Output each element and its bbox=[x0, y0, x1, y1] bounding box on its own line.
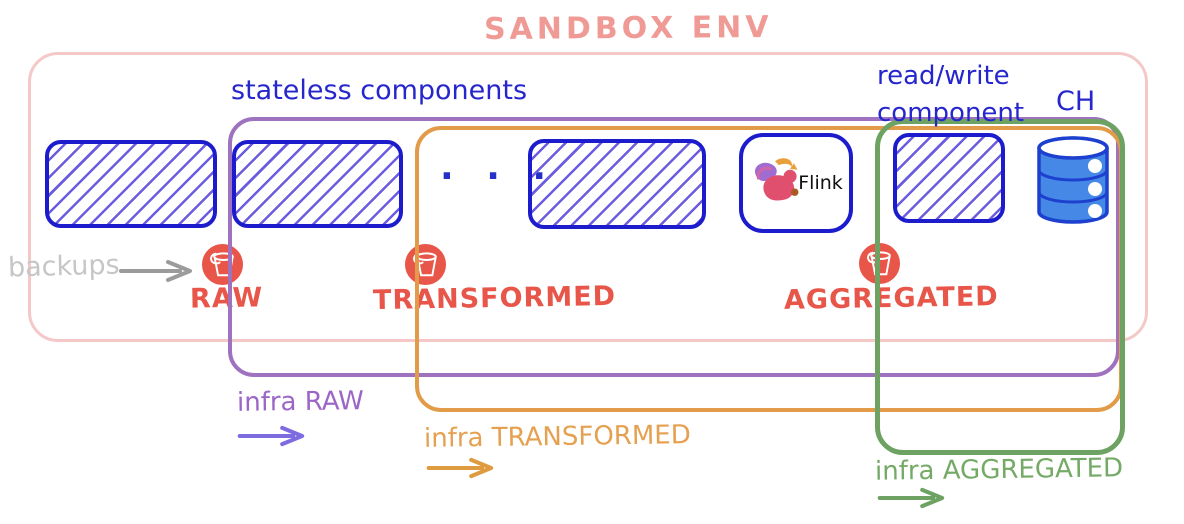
clickhouse-label: CH bbox=[1056, 86, 1096, 117]
read-write-component-label: read/write component bbox=[877, 58, 1024, 132]
backups-arrow-icon bbox=[118, 258, 202, 284]
read-write-line1: read/write bbox=[877, 61, 1010, 91]
stateless-component-box-3 bbox=[528, 139, 706, 229]
stateless-component-box-1 bbox=[45, 140, 217, 228]
stateless-components-label: stateless components bbox=[231, 75, 528, 106]
read-write-line2: component bbox=[877, 98, 1025, 128]
flink-squirrel-icon bbox=[749, 155, 805, 211]
flink-node: Flink bbox=[739, 133, 853, 233]
infra-aggregated-label: infra AGGREGATED bbox=[874, 453, 1124, 487]
infra-aggregated-box bbox=[875, 119, 1125, 455]
infra-transformed-label: infra TRANSFORMED bbox=[423, 420, 691, 454]
stateless-component-box-2 bbox=[232, 140, 403, 228]
sandbox-env-box bbox=[28, 52, 1148, 342]
infra-raw-box bbox=[228, 117, 1120, 377]
flink-label: Flink bbox=[798, 172, 843, 194]
infra-raw-arrow-icon bbox=[237, 424, 313, 448]
infra-aggregated-arrow-icon bbox=[877, 486, 953, 510]
backups-label: backups bbox=[7, 249, 121, 284]
infra-transformed-arrow-icon bbox=[426, 456, 502, 480]
read-write-component-box bbox=[893, 133, 1005, 223]
sandbox-env-title: SANDBOX ENV bbox=[483, 9, 773, 48]
infra-raw-label: infra RAW bbox=[236, 386, 365, 418]
